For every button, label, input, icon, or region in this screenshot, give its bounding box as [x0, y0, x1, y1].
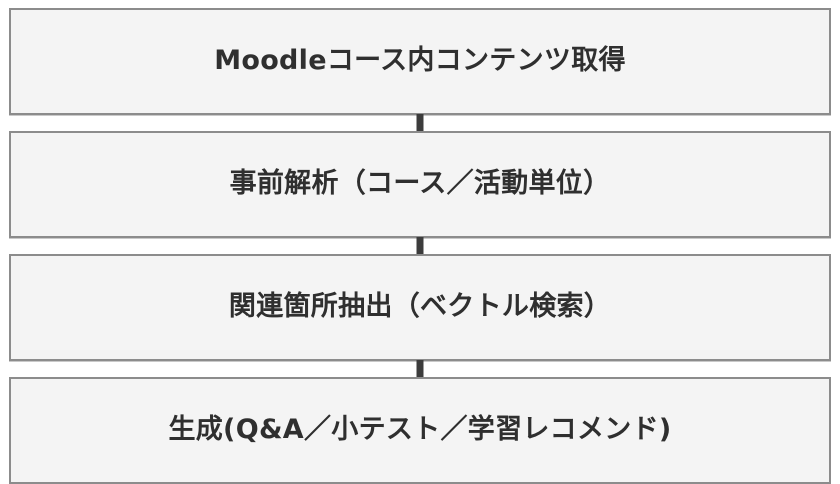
connector-line-icon [416, 114, 424, 132]
flowchart-node-step-4: 生成(Q&A／小テスト／学習レコメンド) [9, 377, 831, 484]
connector-line-icon [416, 360, 424, 378]
flowchart-node-label: 事前解析（コース／活動単位） [229, 168, 611, 200]
connector-line-icon [416, 237, 424, 255]
flowchart-node-stack: Moodleコース内コンテンツ取得 事前解析（コース／活動単位） 関連箇所抽出（… [9, 8, 831, 484]
flowchart-node-label: 生成(Q&A／小テスト／学習レコメンド) [168, 414, 672, 446]
flowchart-connector-3-4 [9, 360, 831, 378]
flowchart-node-step-3: 関連箇所抽出（ベクトル検索） [9, 254, 831, 361]
flowchart-node-step-1: Moodleコース内コンテンツ取得 [9, 8, 831, 115]
flowchart-connector-2-3 [9, 237, 831, 255]
flowchart-node-step-2: 事前解析（コース／活動単位） [9, 131, 831, 238]
flowchart-node-label: Moodleコース内コンテンツ取得 [214, 45, 626, 77]
flowchart-node-label: 関連箇所抽出（ベクトル検索） [228, 291, 612, 323]
flowchart-connector-1-2 [9, 114, 831, 132]
